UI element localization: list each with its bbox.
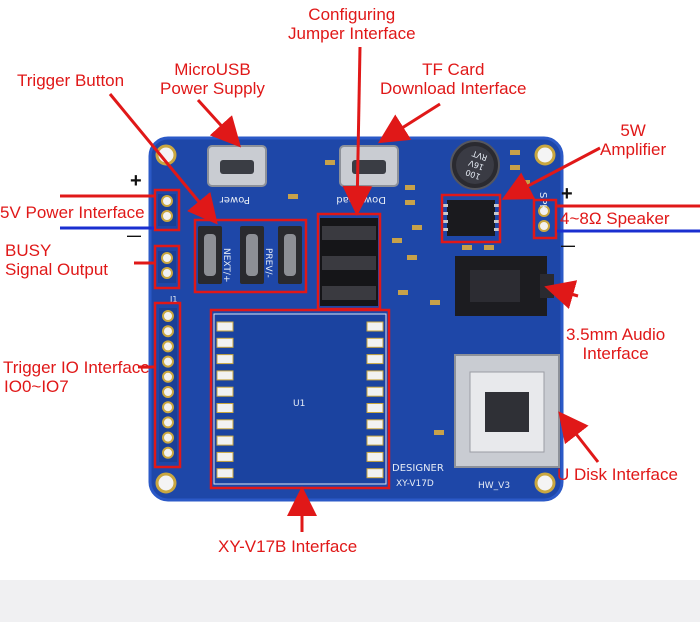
arrow-amplifier (501, 146, 601, 200)
annotation-arrows (108, 46, 601, 532)
audio-jack (455, 256, 554, 316)
label-5v-power: 5V Power Interface (0, 203, 145, 222)
highlight-amplifier (440, 193, 502, 244)
pin-pads (162, 310, 384, 479)
arrow-udisk (558, 411, 600, 463)
module-pad-right (366, 419, 384, 430)
mounting-hole (534, 472, 556, 494)
module-pad-right (366, 451, 384, 462)
label-trigger-button: Trigger Button (17, 71, 125, 90)
module-pad-left (216, 386, 234, 397)
io-pin (162, 431, 174, 444)
silk-download: Download (336, 194, 386, 205)
io-pin (162, 355, 174, 368)
sign-power-minus: — (127, 227, 141, 243)
label-udisk: U Disk Interface (557, 465, 678, 484)
sign-power-plus: + (130, 170, 142, 192)
trigger-buttons (198, 226, 302, 284)
module-pad-right (366, 354, 384, 365)
arrow-configuring-jumper (342, 46, 373, 216)
sign-speaker-plus: + (561, 183, 573, 205)
module-pad-left (216, 337, 234, 348)
highlight-trigger-buttons (193, 218, 308, 294)
negative-lines (60, 226, 700, 233)
module-pad-left (216, 321, 234, 332)
io-pin (162, 401, 174, 414)
io-pin (162, 325, 174, 338)
amplifier-chip (447, 200, 495, 236)
silk-u1: U1 (293, 399, 305, 409)
io-pin (162, 386, 174, 398)
io-pin (162, 416, 174, 429)
arrow-audio (544, 280, 579, 310)
background-floor (0, 580, 700, 622)
arrow-microusb (196, 98, 242, 148)
module-pad-right (366, 337, 384, 348)
silk-j1: J1 (169, 295, 177, 304)
power-header (158, 194, 176, 226)
highlight-boxes (153, 188, 558, 490)
silk-spk: SPK (537, 192, 548, 211)
usb-a-port (454, 354, 560, 468)
module-pad-left (216, 419, 234, 430)
module-pad-right (366, 468, 384, 479)
mounting-hole (534, 144, 556, 166)
module-pad-right (366, 435, 384, 446)
mounting-hole (155, 472, 177, 494)
highlight-5v-power (153, 188, 181, 232)
xy-v17b-footprint (213, 313, 387, 485)
sign-speaker-minus: — (561, 237, 575, 253)
module-pad-right (366, 321, 384, 332)
silk-hw: HW_V3 (478, 481, 510, 491)
busy-header (158, 251, 176, 283)
silk-power: Power (219, 194, 250, 205)
module-pad-left (216, 403, 234, 413)
silk-designer: DESIGNER (392, 463, 444, 474)
pointer-lines (60, 194, 700, 369)
highlight-trigger-io (153, 301, 182, 469)
silk-prev: PREV/- (263, 248, 273, 278)
module-pad-left (216, 370, 234, 381)
arrow-tf-card (377, 102, 441, 144)
module-pad-right (366, 403, 384, 413)
silk-model: XY-V17D (396, 479, 434, 489)
label-speaker: 4~8Ω Speaker (560, 209, 670, 228)
module-pad-right (366, 386, 384, 397)
highlight-speaker (532, 198, 558, 240)
io-pin (162, 340, 174, 353)
io-pin (162, 446, 174, 459)
highlight-busy (153, 244, 181, 290)
module-pad-left (216, 468, 234, 479)
configuration-jumpers (320, 218, 378, 306)
io-pin (162, 310, 174, 322)
arrow-trigger-button (108, 93, 218, 225)
speaker-header (538, 205, 550, 232)
module-pad-right (366, 370, 384, 381)
io-pin (162, 370, 174, 383)
module-pad-left (216, 354, 234, 365)
module-pad-left (216, 435, 234, 446)
module-pad-left (216, 451, 234, 462)
label-xy-v17b: XY-V17B Interface (218, 537, 358, 556)
silk-next: NEXT/+ (221, 248, 231, 283)
